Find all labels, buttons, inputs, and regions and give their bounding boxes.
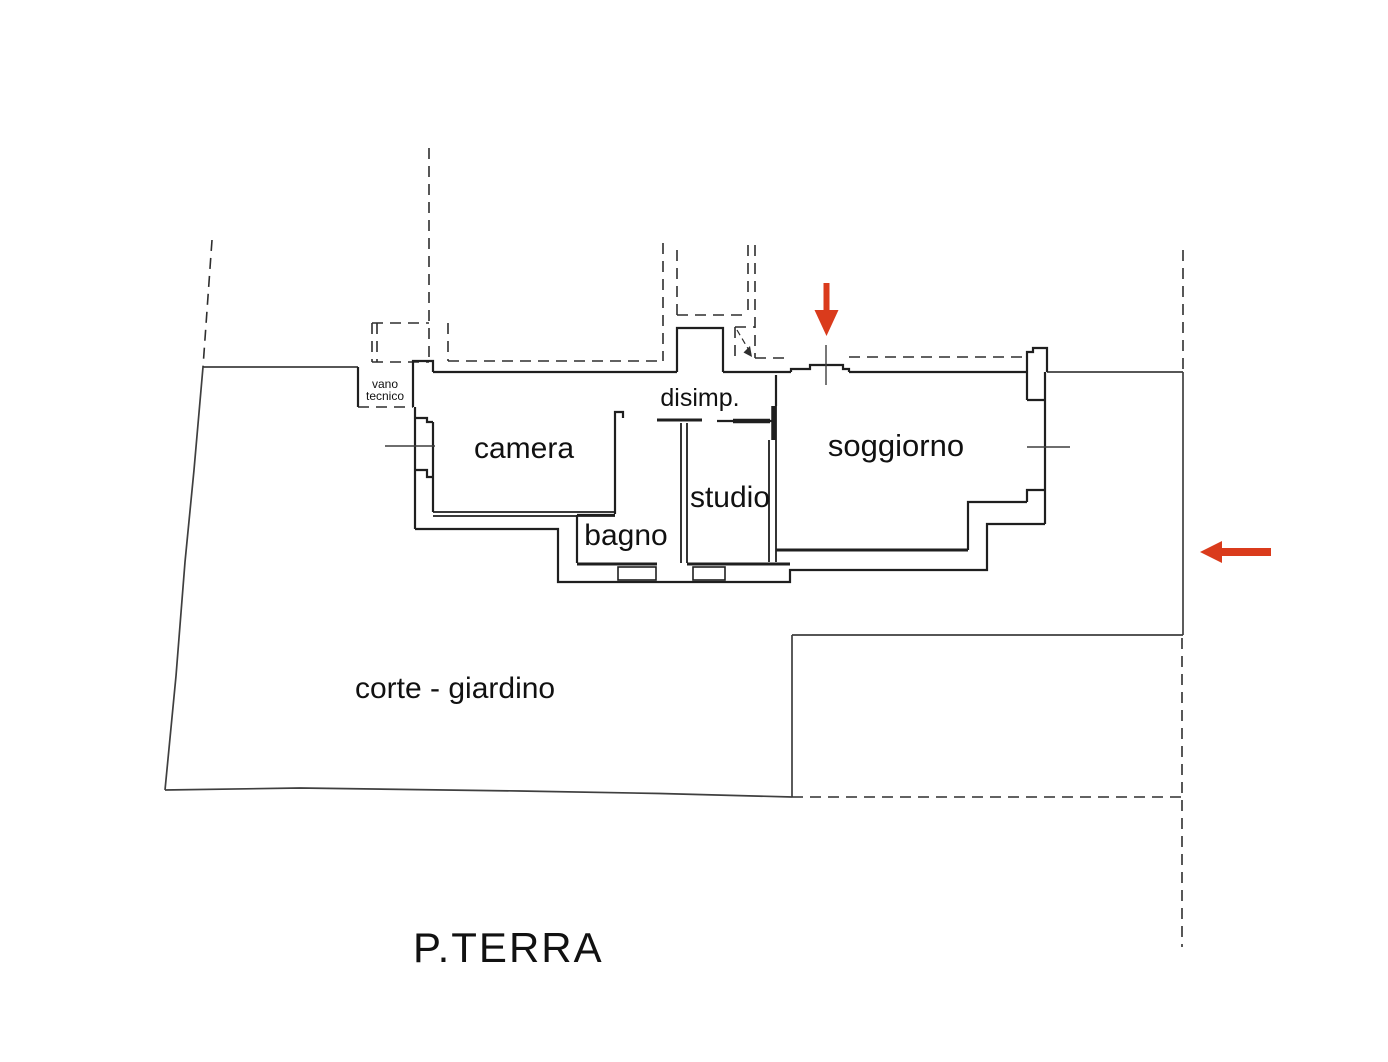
wall-west-window-jambs: [415, 416, 433, 479]
room-label-bagno: bagno: [584, 519, 667, 552]
boundary-bottom-line: [164, 787, 793, 798]
thick-wall-strokes: [577, 418, 968, 566]
entry-path-arrowhead-icon: [743, 346, 752, 357]
side-entrance-arrow-left-icon: [1200, 541, 1271, 563]
entrance-arrow-down-icon: [814, 283, 839, 336]
apartment-walls: [356, 326, 1049, 584]
wall-entrance-threshold: [789, 363, 851, 372]
room-label-studio: studio: [690, 481, 770, 514]
wall-camera-bottom-double: [433, 511, 615, 517]
wall-soggiorno-bottom-step: [966, 488, 1045, 550]
room-labels: camera soggiorno studio bagno disimp. va…: [355, 377, 964, 971]
dashed-vertical-left-pair: [662, 243, 678, 361]
opening-ticks: [385, 345, 1070, 448]
wall-top-block: [675, 326, 725, 372]
property-boundary-lines: [164, 366, 1184, 798]
wall-vano-tecnico-sides: [356, 359, 435, 407]
wall-studio-soggiorno-double: [768, 406, 777, 562]
dashed-entry-square: [734, 326, 755, 358]
room-label-disimpegno: disimp.: [660, 384, 739, 412]
area-label-corte-giardino: corte - giardino: [355, 672, 555, 705]
wall-bagno-studio-divider: [680, 423, 688, 563]
dashed-vertical-right-pair: [747, 245, 756, 358]
dashed-context-lines: [202, 148, 1184, 947]
wall-south-outer: [415, 522, 1045, 584]
dashed-box-above-vano: [371, 322, 429, 363]
interior-partition-walls: [433, 406, 777, 563]
floor-title: P.TERRA: [413, 924, 604, 971]
dashed-over-camera: [447, 323, 663, 362]
wall-camera-right: [613, 410, 625, 514]
room-label-vano-tecnico-line2: tecnico: [366, 389, 404, 403]
dashed-over-entrance: [755, 356, 1027, 359]
annotation-arrows: [814, 283, 1271, 563]
room-label-soggiorno: soggiorno: [828, 428, 964, 463]
wall-east-inner: [1025, 372, 1045, 402]
boundary-left-slanted-line: [164, 366, 204, 791]
garden-court-rectangle: [791, 634, 1183, 797]
dashed-left-boundary: [202, 239, 213, 368]
wall-bagno-left: [575, 513, 615, 563]
door-leaves: [733, 406, 776, 440]
room-label-vano-tecnico-line1: vano: [372, 377, 398, 391]
plumbing-duct-studio: [692, 566, 726, 581]
wall-top-right-pillar: [1025, 346, 1049, 372]
entry-path-arrow: [736, 329, 752, 357]
plumbing-duct-bagno: [617, 566, 657, 581]
room-label-camera: camera: [474, 432, 574, 465]
